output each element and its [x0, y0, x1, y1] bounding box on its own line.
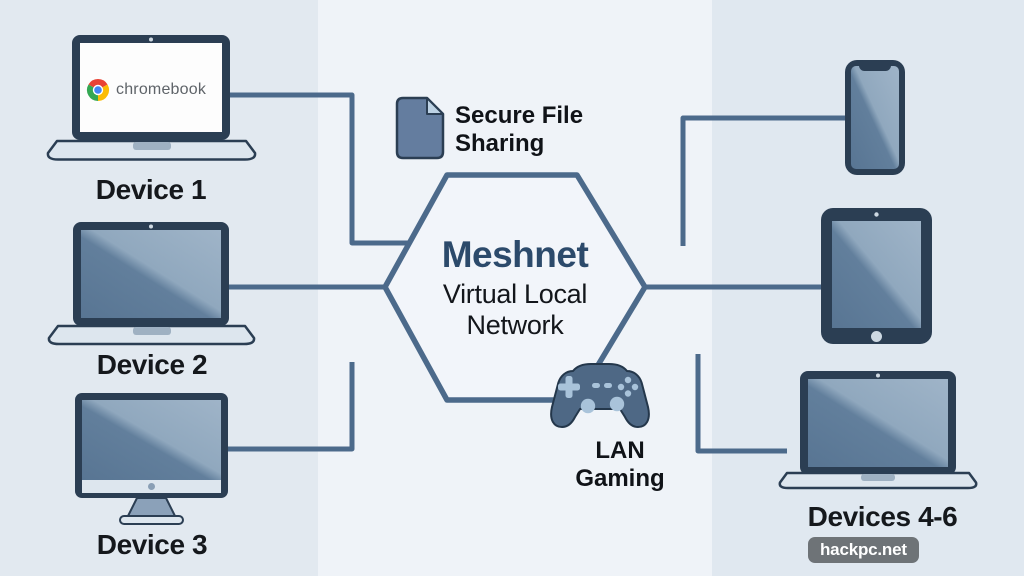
lan-gaming-label: LAN Gaming — [555, 437, 685, 493]
smartphone-illustration — [845, 60, 905, 175]
chrome-logo-icon — [86, 78, 110, 101]
connector-device3-hexagon — [228, 362, 355, 452]
devices-4-6-label: Devices 4-6 — [807, 501, 958, 532]
gamepad-icon — [550, 363, 650, 428]
device-1-label: Device 1 — [95, 174, 207, 205]
laptop-4-6-illustration — [778, 371, 978, 490]
tablet-illustration — [821, 208, 932, 344]
connector-laptop46-hexagon — [695, 354, 787, 454]
lan-gaming-line2: Gaming — [575, 465, 665, 492]
secure-file-sharing-line2: Sharing — [455, 130, 545, 157]
document-icon — [395, 96, 445, 160]
watermark-badge: hackpc.net — [808, 537, 919, 563]
hexagon-subtitle-line1: Virtual Local — [442, 279, 588, 309]
secure-file-sharing-line1: Secure File — [455, 102, 584, 129]
connector-device1-hexagon — [230, 92, 415, 246]
device-3-label: Device 3 — [96, 529, 208, 560]
secure-file-sharing-label: Secure File Sharing — [455, 102, 583, 158]
hexagon-subtitle: Virtual Local Network — [385, 279, 645, 341]
device-3-illustration — [75, 393, 228, 525]
device-2-illustration — [47, 222, 256, 346]
hexagon-title: Meshnet — [441, 234, 589, 275]
device-2-label: Device 2 — [96, 349, 208, 380]
lan-gaming-line1: LAN — [595, 437, 645, 464]
chromebook-wordmark: chromebook — [116, 81, 207, 98]
hexagon-subtitle-line2: Network — [466, 310, 564, 340]
connector-smartphone-hexagon — [680, 115, 845, 246]
device-1-illustration — [46, 35, 257, 161]
